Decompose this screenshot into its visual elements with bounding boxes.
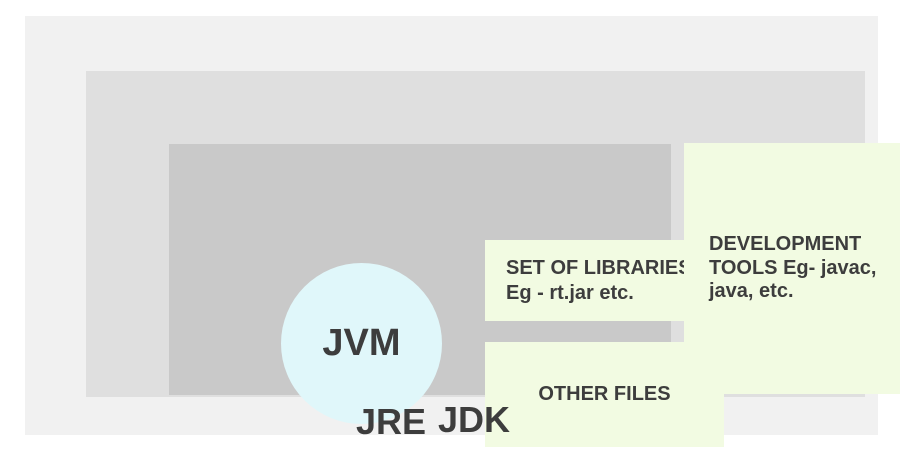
development-tools-card: DEVELOPMENT TOOLS Eg- javac, java, etc. xyxy=(684,143,900,394)
diagram-background-frame: JVM SET OF LIBRARIES Eg - rt.jar etc. OT… xyxy=(25,16,900,447)
jvm-circle: JVM xyxy=(281,263,442,424)
jdk-box: JVM SET OF LIBRARIES Eg - rt.jar etc. OT… xyxy=(86,71,900,447)
jre-label: JRE xyxy=(355,401,427,442)
jre-box: JVM SET OF LIBRARIES Eg - rt.jar etc. OT… xyxy=(169,144,724,447)
jvm-label: JVM xyxy=(322,322,401,364)
jdk-label: JDK xyxy=(437,399,511,440)
development-tools-text: DEVELOPMENT TOOLS Eg- javac, java, etc. xyxy=(709,233,877,303)
set-of-libraries-text: SET OF LIBRARIES Eg - rt.jar etc. xyxy=(506,256,692,304)
other-files-text: OTHER FILES xyxy=(538,383,671,405)
